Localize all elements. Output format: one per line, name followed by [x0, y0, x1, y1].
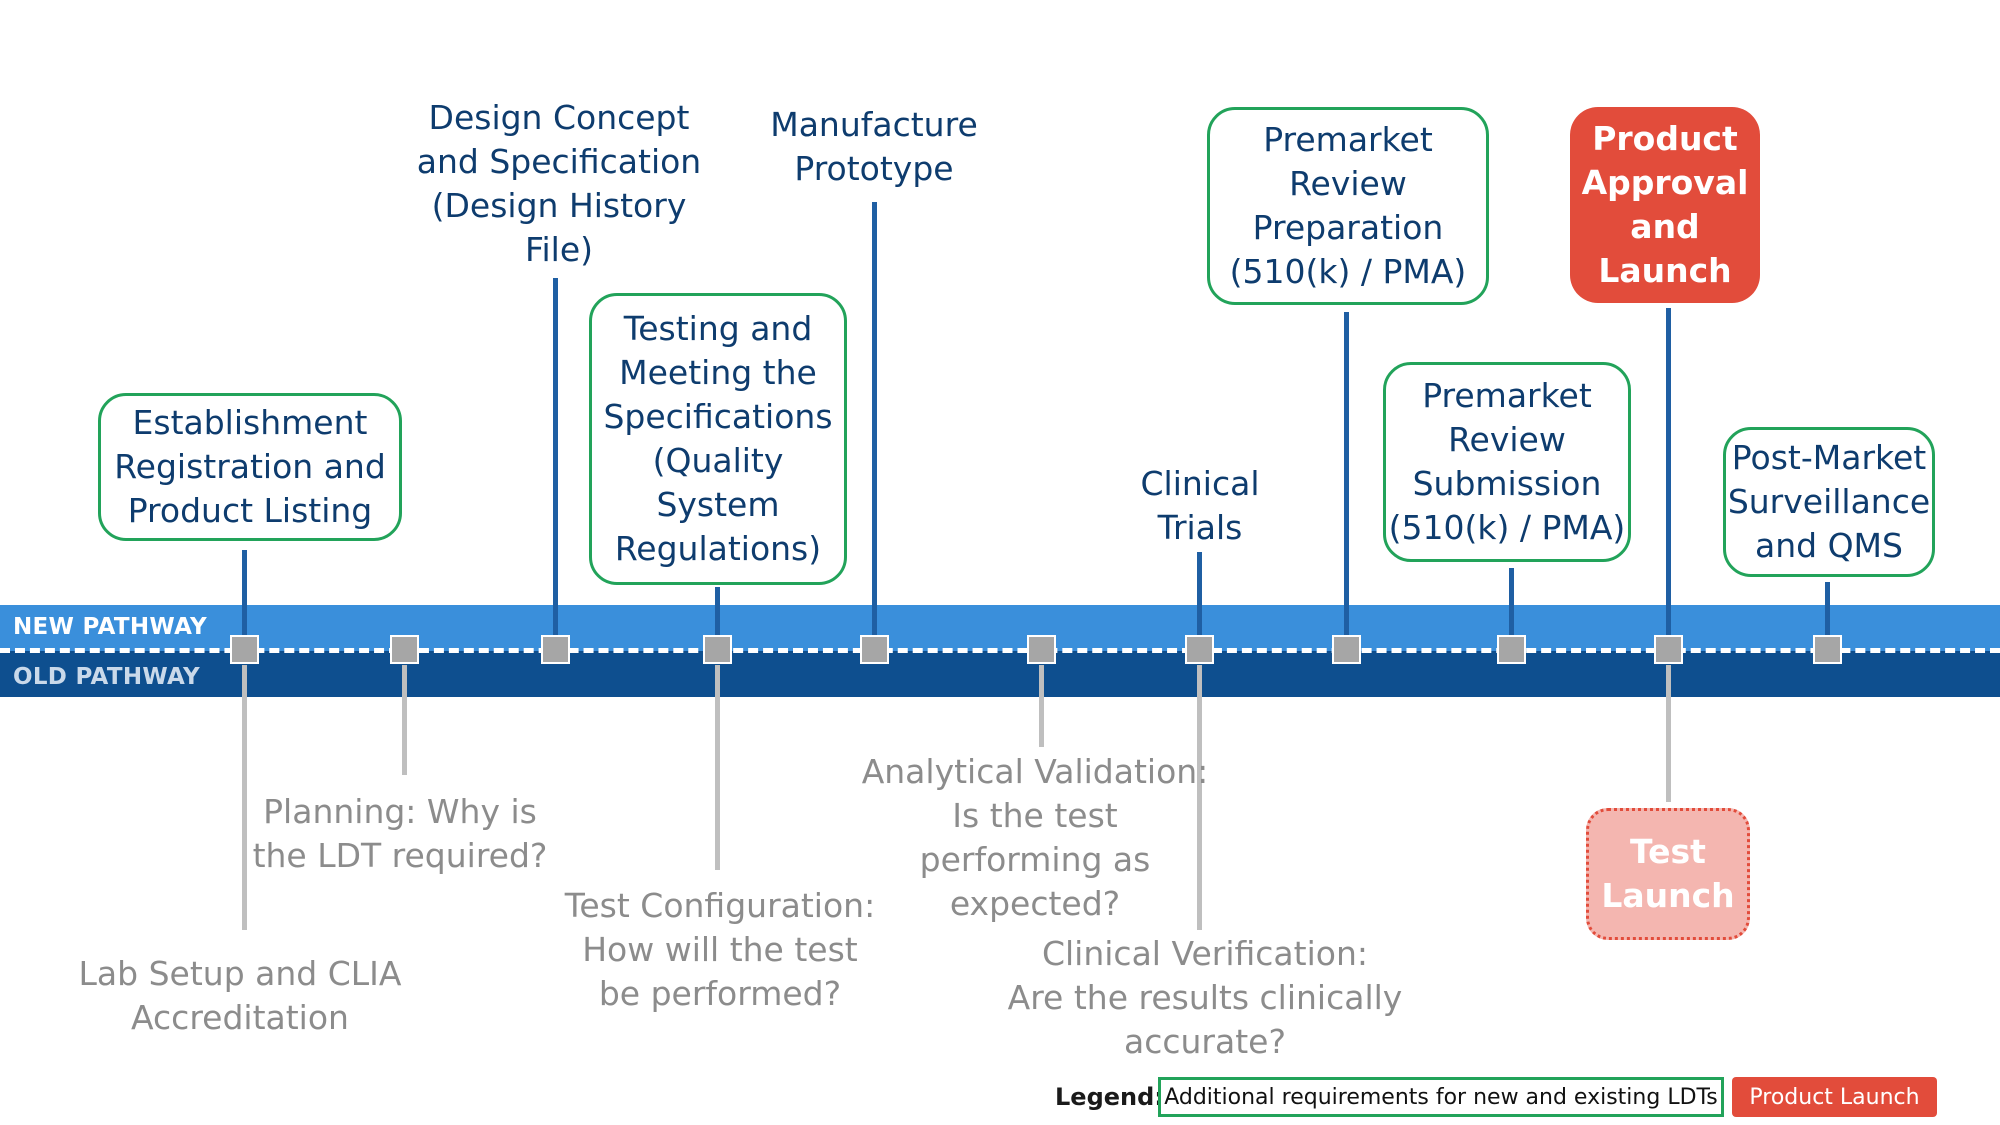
step-test-launch: Test Launch	[1586, 808, 1750, 940]
timeline-node	[541, 635, 570, 664]
timeline-node	[1497, 635, 1526, 664]
step-premarket-review-submission: Premarket Review Submission (510(k) / PM…	[1383, 362, 1631, 562]
step-premarket-review-preparation: Premarket Review Preparation (510(k) / P…	[1207, 107, 1489, 305]
old-pathway-band	[0, 651, 2000, 697]
step-establishment-registration: Establishment Registration and Product L…	[98, 393, 402, 541]
connector-line	[1039, 665, 1044, 747]
legend-item-product-launch: Product Launch	[1732, 1077, 1937, 1117]
connector-line	[1197, 552, 1202, 635]
connector-line	[1344, 312, 1349, 635]
connector-line	[242, 665, 247, 930]
timeline-node	[230, 635, 259, 664]
timeline-node	[703, 635, 732, 664]
connector-line	[715, 587, 720, 635]
step-clinical-trials: Clinical Trials	[1140, 464, 1260, 547]
connector-line	[1509, 568, 1514, 635]
timeline-node	[1027, 635, 1056, 664]
step-analytical-validation: Analytical Validation: Is the test perfo…	[861, 752, 1209, 923]
timeline-node	[1185, 635, 1214, 664]
timeline-node	[1332, 635, 1361, 664]
old-pathway-label: OLD PATHWAY	[13, 664, 200, 690]
connector-line	[1666, 308, 1671, 635]
connector-line	[402, 665, 407, 775]
new-pathway-band	[0, 605, 2000, 651]
connector-line	[1825, 582, 1830, 635]
timeline-node	[860, 635, 889, 664]
pathway-divider-dashed-line	[0, 648, 2000, 653]
timeline-node	[1654, 635, 1683, 664]
timeline-node	[390, 635, 419, 664]
legend-item-additional-requirements: Additional requirements for new and exis…	[1158, 1077, 1724, 1117]
step-lab-setup-clia: Lab Setup and CLIA Accreditation	[78, 954, 402, 1037]
connector-line	[872, 202, 877, 635]
step-design-concept: Design Concept and Specification (Design…	[416, 98, 702, 269]
step-manufacture-prototype: Manufacture Prototype	[770, 105, 978, 188]
legend-title-text: Legend	[1055, 1083, 1155, 1111]
step-testing-specifications: Testing and Meeting the Specifications (…	[589, 293, 847, 585]
legend-title: Legend:	[1055, 1083, 1164, 1111]
step-planning: Planning: Why is the LDT required?	[252, 792, 548, 875]
connector-line	[242, 550, 247, 635]
step-test-configuration: Test Configuration: How will the test be…	[564, 886, 876, 1013]
connector-line	[553, 278, 558, 635]
connector-line	[1666, 665, 1671, 802]
step-clinical-verification: Clinical Verification: Are the results c…	[1007, 934, 1403, 1061]
new-pathway-label: NEW PATHWAY	[13, 614, 207, 640]
connector-line	[715, 665, 720, 870]
timeline-node	[1813, 635, 1842, 664]
connector-line	[1197, 665, 1202, 930]
step-post-market-surveillance: Post-Market Surveillance and QMS	[1723, 427, 1935, 577]
step-product-approval-launch: Product Approval and Launch	[1570, 107, 1760, 303]
